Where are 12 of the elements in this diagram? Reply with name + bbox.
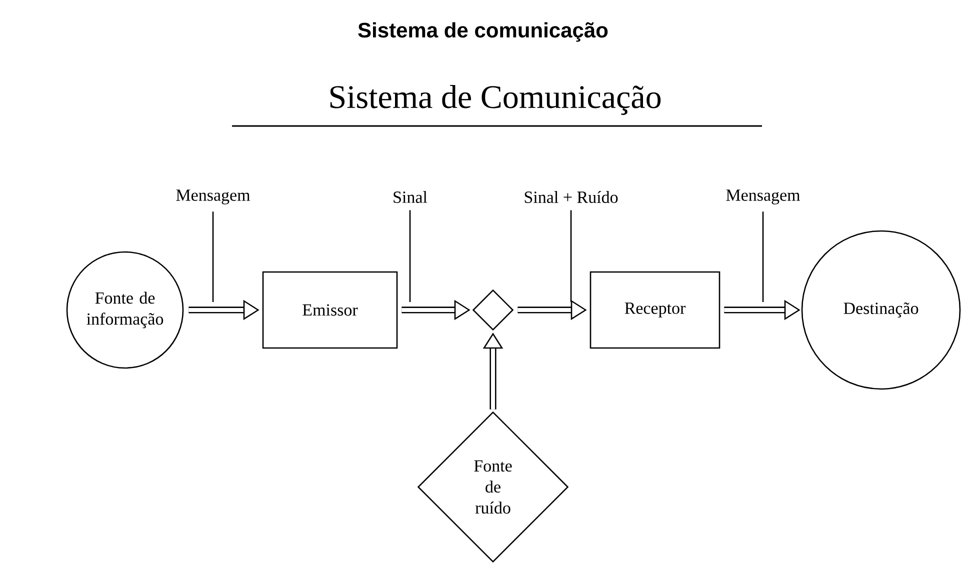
leader-line bbox=[212, 212, 214, 302]
leader-line bbox=[409, 210, 411, 302]
signal-label: Mensagem bbox=[176, 190, 250, 204]
signal-label: Mensagem bbox=[726, 190, 800, 204]
leader-line bbox=[570, 210, 572, 302]
process-box: Emissor bbox=[262, 271, 398, 349]
process-box: Receptor bbox=[590, 271, 720, 349]
title: Sistema de comunicação bbox=[358, 22, 608, 42]
signal-label: Sinal bbox=[394, 191, 428, 203]
signal-label: Sinal + Ruído bbox=[524, 191, 618, 203]
heading: Sistema de Comunicação bbox=[232, 85, 762, 127]
leader-line bbox=[762, 212, 764, 302]
